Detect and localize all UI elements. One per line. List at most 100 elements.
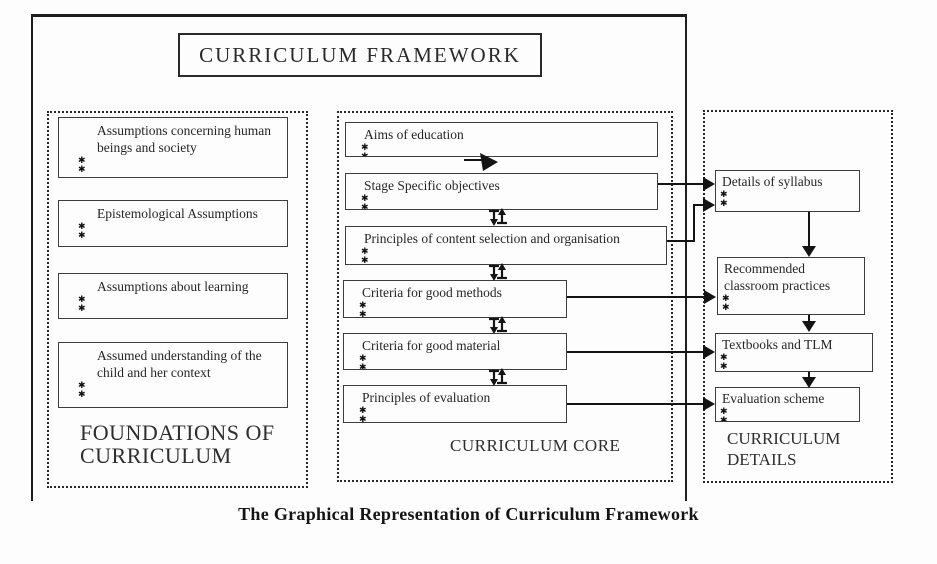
asterisk-markers: ✱ ✱ <box>716 408 859 422</box>
box-textbooks-and-tlm: Textbooks and TLM ✱ ✱ <box>715 333 873 372</box>
down-arrow-icon <box>464 153 498 171</box>
asterisk-icon: ✱ <box>78 156 86 166</box>
figure-caption: The Graphical Representation of Curricul… <box>238 504 699 524</box>
asterisk-icon: ✱ <box>720 199 728 209</box>
outer-frame-left <box>31 14 33 501</box>
arrowhead-right-icon <box>703 345 715 359</box>
box-principles-content-selection: Principles of content selection and orga… <box>345 226 667 265</box>
foundations-section-label: FOUNDATIONS OF CURRICULUM <box>80 420 275 468</box>
asterisk-markers: ✱ ✱ <box>59 296 287 314</box>
box-label: Principles of content selection and orga… <box>364 231 620 246</box>
box-label: Evaluation scheme <box>722 391 825 406</box>
asterisk-markers: ✱ ✱ <box>718 295 864 313</box>
asterisk-markers: ✱ ✱ <box>716 354 872 372</box>
box-label: Assumed understanding of the child and h… <box>97 348 262 380</box>
asterisk-icon: ✱ <box>359 363 367 370</box>
box-aims-of-education: Aims of education ✱ ✱ <box>345 122 658 157</box>
box-label: Assumptions about learning <box>97 279 249 294</box>
asterisk-markers: ✱ ✱ <box>344 407 566 423</box>
box-principles-of-evaluation: Principles of evaluation ✱ ✱ <box>343 385 567 423</box>
asterisk-icon: ✱ <box>720 407 728 417</box>
asterisk-icon: ✱ <box>722 294 730 304</box>
arrowhead-down-icon <box>802 321 816 332</box>
asterisk-icon: ✱ <box>78 165 86 175</box>
box-label: Details of syllabus <box>722 174 823 189</box>
box-evaluation-scheme: Evaluation scheme ✱ ✱ <box>715 387 860 422</box>
asterisk-icon: ✱ <box>361 256 369 265</box>
asterisk-icon: ✱ <box>359 354 367 364</box>
arrow-objectives-to-syllabus <box>658 183 705 185</box>
asterisk-icon: ✱ <box>78 231 86 241</box>
asterisk-icon: ✱ <box>720 190 728 200</box>
box-stage-specific-objectives: Stage Specific objectives ✱ ✱ <box>345 173 658 210</box>
asterisk-markers: ✱ ✱ <box>59 157 287 175</box>
box-label: Epistemological Assumptions <box>97 206 258 221</box>
asterisk-markers: ✱ ✱ <box>346 248 666 265</box>
asterisk-icon: ✱ <box>361 203 369 210</box>
outer-frame-right <box>685 14 687 501</box>
details-section-label: CURRICULUM DETAILS <box>727 429 841 469</box>
box-recommended-classroom-practices: Recommended classroom practices ✱ ✱ <box>717 257 865 315</box>
arrow-content-to-syllabus-run <box>667 240 695 242</box>
diagram-title-box: CURRICULUM FRAMEWORK <box>178 33 542 77</box>
asterisk-icon: ✱ <box>78 295 86 305</box>
asterisk-markers: ✱ ✱ <box>344 355 566 370</box>
box-label: Criteria for good material <box>362 338 501 353</box>
diagram-title: CURRICULUM FRAMEWORK <box>199 42 521 67</box>
box-assumed-understanding-child: Assumed understanding of the child and h… <box>58 342 288 408</box>
box-label: Aims of education <box>364 127 464 142</box>
arrowhead-down-icon <box>802 246 816 257</box>
double-arrow-icon <box>489 368 507 386</box>
foundations-container <box>47 111 308 488</box>
box-label: Textbooks and TLM <box>722 337 833 352</box>
box-criteria-good-material: Criteria for good material ✱ ✱ <box>343 333 567 370</box>
box-label: Principles of evaluation <box>362 390 491 405</box>
asterisk-icon: ✱ <box>361 247 369 257</box>
arrowhead-right-icon <box>704 290 716 304</box>
asterisk-icon: ✱ <box>78 304 86 314</box>
asterisk-markers: ✱ ✱ <box>344 302 566 318</box>
arrow-textbooks-to-scheme <box>808 372 810 379</box>
asterisk-icon: ✱ <box>722 303 730 313</box>
asterisk-icon: ✱ <box>359 415 367 423</box>
arrowhead-right-icon <box>703 198 715 212</box>
arrowhead-right-icon <box>703 177 715 191</box>
asterisk-icon: ✱ <box>359 406 367 416</box>
arrowhead-right-icon <box>703 397 715 411</box>
arrow-material-to-textbooks <box>567 351 704 353</box>
asterisk-icon: ✱ <box>78 222 86 232</box>
arrow-content-to-syllabus-rise <box>693 204 695 242</box>
asterisk-icon: ✱ <box>78 381 86 391</box>
asterisk-markers: ✱ ✱ <box>346 144 657 157</box>
box-criteria-good-methods: Criteria for good methods ✱ ✱ <box>343 280 567 318</box>
core-section-label: CURRICULUM CORE <box>450 436 621 455</box>
asterisk-markers: ✱ ✱ <box>59 223 287 241</box>
asterisk-icon: ✱ <box>720 362 728 372</box>
asterisk-icon: ✱ <box>361 143 369 153</box>
double-arrow-icon <box>489 316 507 334</box>
arrow-evaluation-to-scheme <box>567 403 704 405</box>
asterisk-icon: ✱ <box>361 152 369 157</box>
double-arrow-icon <box>489 208 507 226</box>
box-assumptions-human-beings: Assumptions concerning human beings and … <box>58 117 288 178</box>
arrow-content-to-syllabus-end <box>693 204 705 206</box>
asterisk-icon: ✱ <box>720 353 728 363</box>
outer-frame-top <box>31 14 687 17</box>
asterisk-icon: ✱ <box>720 416 728 422</box>
box-epistemological-assumptions: Epistemological Assumptions ✱ ✱ <box>58 200 288 247</box>
box-label: Recommended classroom practices <box>724 261 831 293</box>
asterisk-markers: ✱ ✱ <box>346 195 657 210</box>
arrow-methods-to-practices <box>567 296 706 298</box>
asterisk-icon: ✱ <box>359 301 367 311</box>
arrow-practices-to-textbooks <box>808 315 810 323</box>
asterisk-icon: ✱ <box>78 390 86 400</box>
arrow-syllabus-to-practices <box>808 212 810 248</box>
box-label: Stage Specific objectives <box>364 178 500 193</box>
arrowhead-down-icon <box>802 377 816 388</box>
box-label: Assumptions concerning human beings and … <box>97 123 271 155</box>
box-assumptions-about-learning: Assumptions about learning ✱ ✱ <box>58 273 288 319</box>
box-details-of-syllabus: Details of syllabus ✱ ✱ <box>715 170 860 212</box>
asterisk-icon: ✱ <box>361 194 369 204</box>
asterisk-markers: ✱ ✱ <box>716 191 859 209</box>
